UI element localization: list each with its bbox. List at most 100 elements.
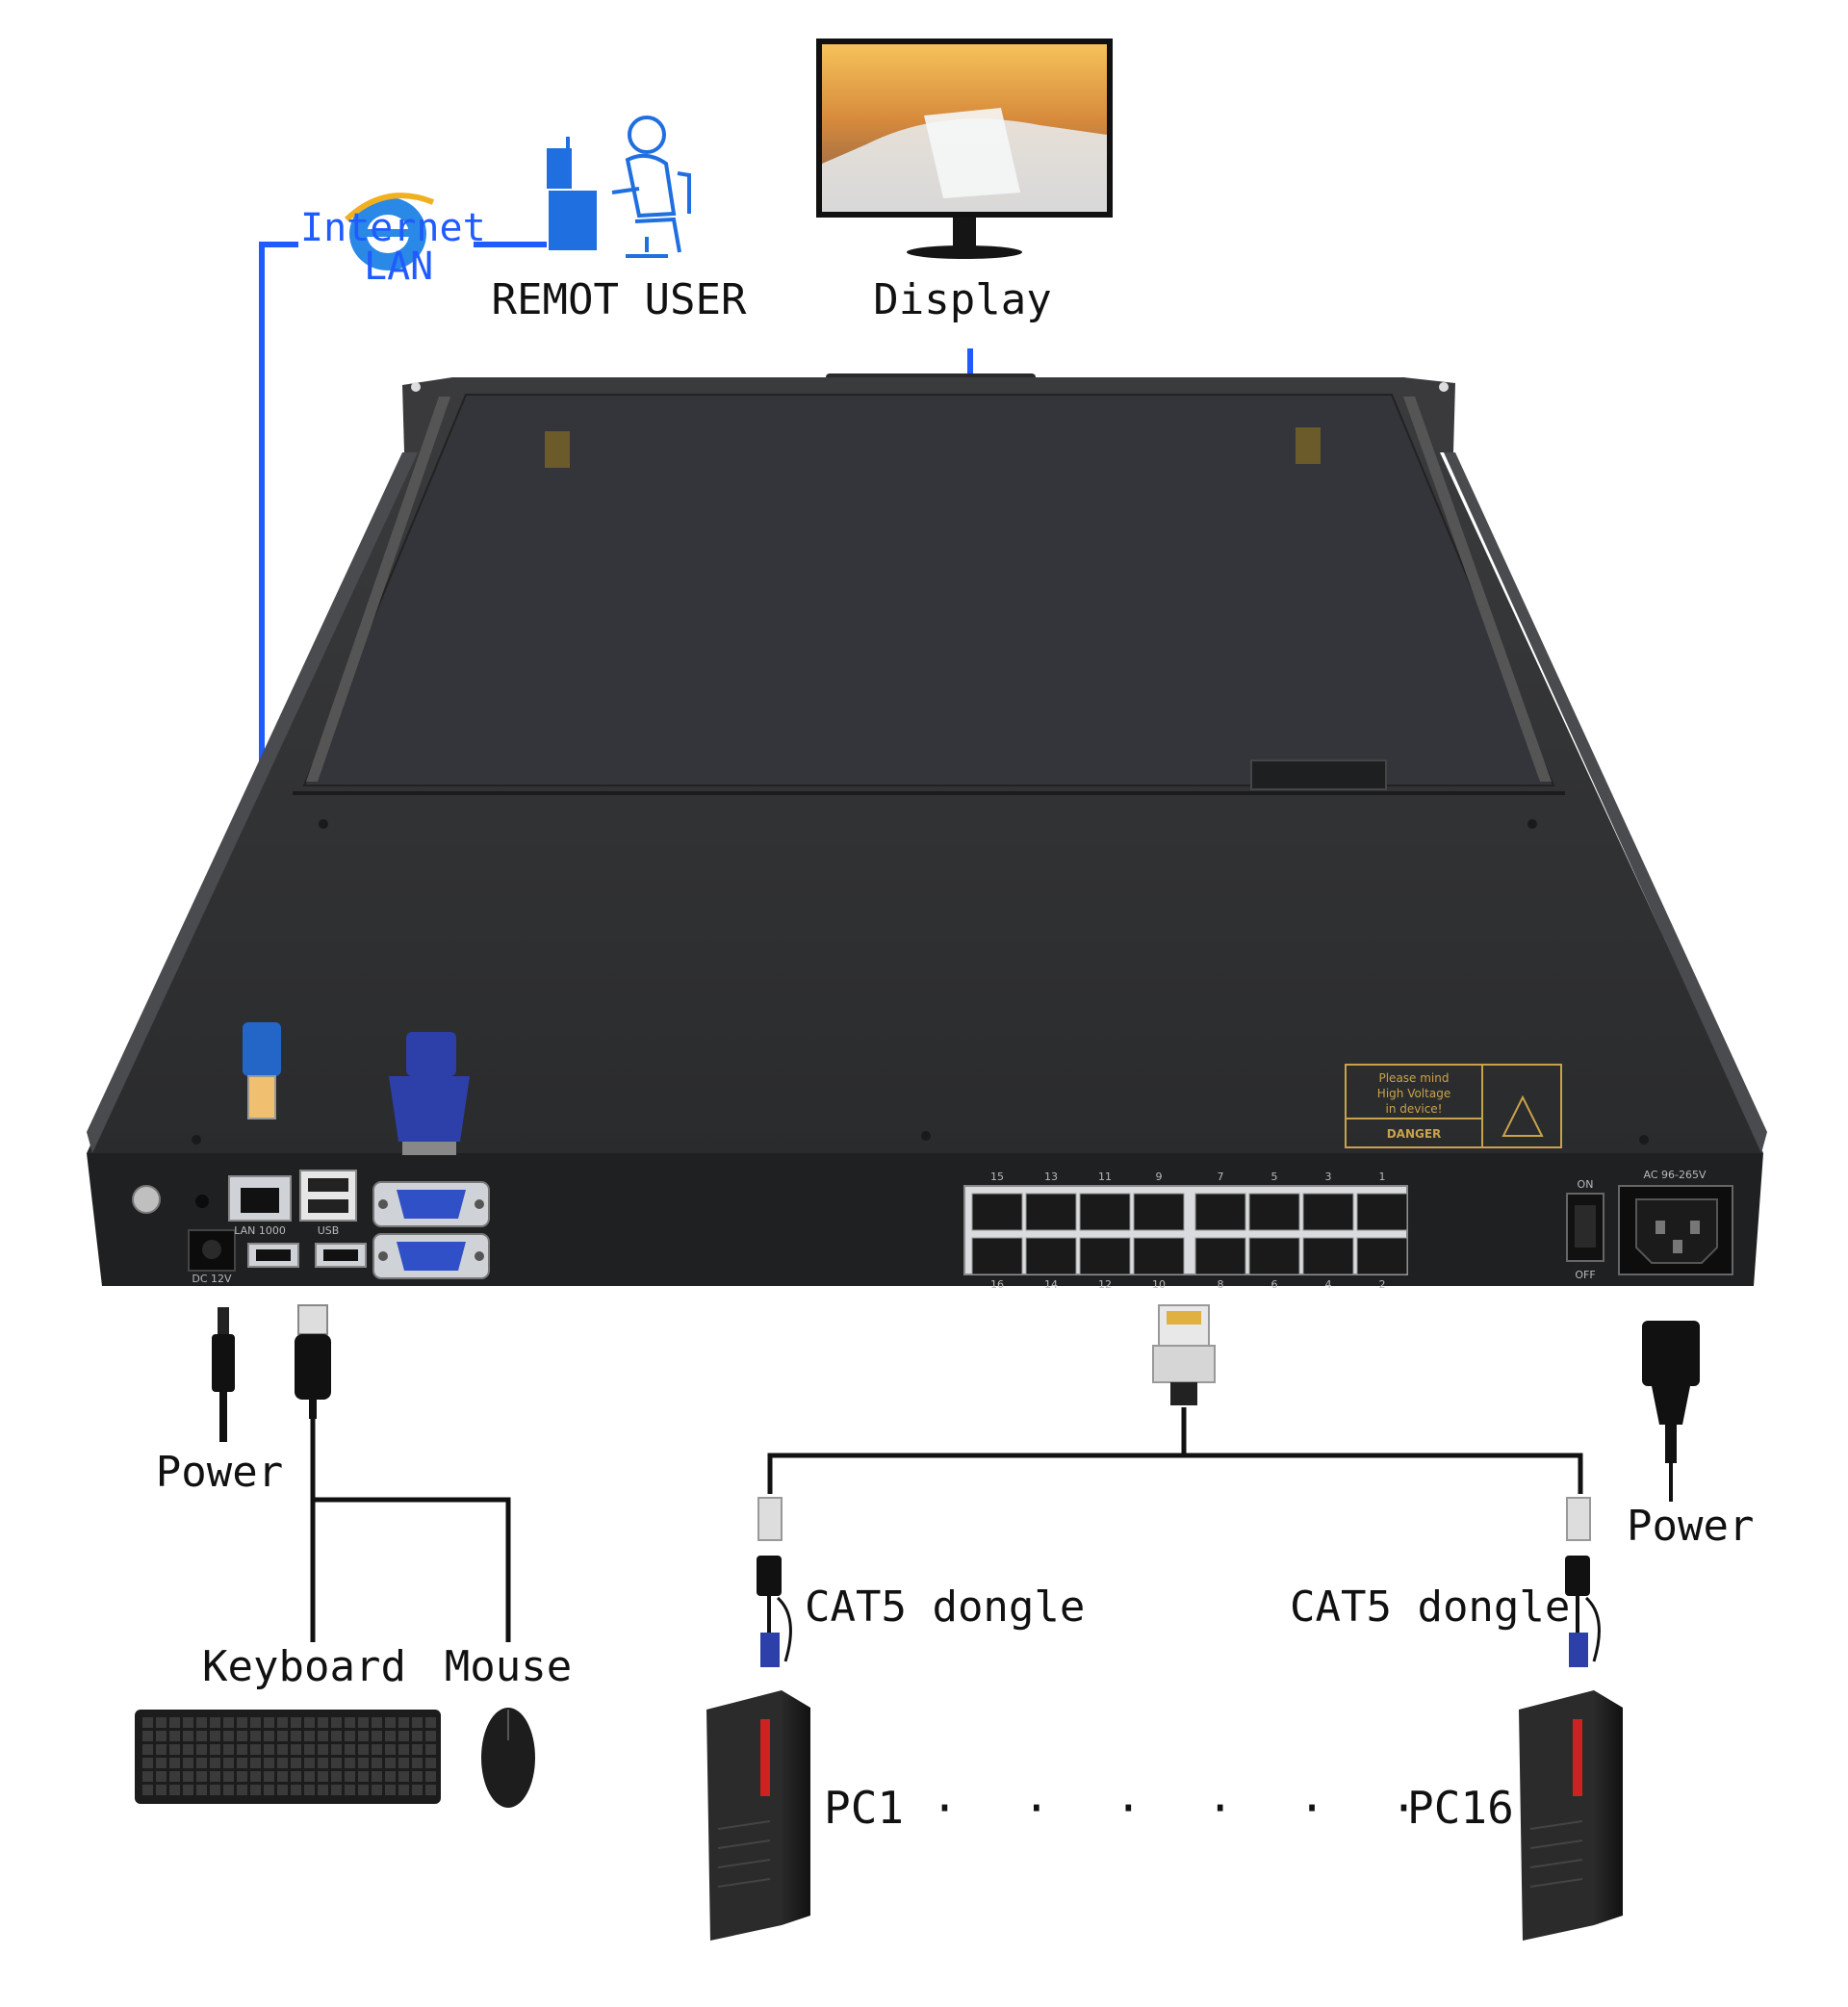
- usb-plug-icon: [295, 1304, 331, 1419]
- keyboard-icon: [135, 1710, 441, 1804]
- keyboard-key: [304, 1731, 315, 1741]
- rj45-connector-icon: [1152, 1304, 1216, 1405]
- rj45-port-2: [1356, 1237, 1408, 1275]
- keyboard-key: [412, 1744, 423, 1755]
- rj45-port-8: [1194, 1237, 1246, 1275]
- keyboard-key: [196, 1731, 207, 1741]
- keyboard-key: [425, 1717, 436, 1728]
- pc1-label: PC1: [824, 1782, 904, 1834]
- dongle-left-label: CAT5 dongle: [805, 1582, 1085, 1632]
- switch-off-label: OFF: [1575, 1269, 1595, 1281]
- keyboard-key: [169, 1717, 180, 1728]
- keyboard-key: [250, 1771, 261, 1782]
- rj45-port-16: [971, 1237, 1023, 1275]
- rj45-port-14: [1025, 1237, 1077, 1275]
- keyboard-key: [331, 1785, 342, 1795]
- keyboard-key: [196, 1744, 207, 1755]
- lan-label: LAN: [364, 244, 433, 289]
- keyboard-key: [183, 1744, 193, 1755]
- lan-cable-connector: [243, 1022, 281, 1119]
- danger-warning-sticker: DANGER Please mind High Voltage in devic…: [1345, 1064, 1562, 1148]
- keyboard-key: [398, 1758, 409, 1768]
- keyboard-key: [398, 1717, 409, 1728]
- keyboard-key: [277, 1785, 288, 1795]
- keyboard-key: [291, 1771, 301, 1782]
- keyboard-key: [223, 1731, 234, 1741]
- keyboard-key: [345, 1771, 355, 1782]
- port-number-2: 2: [1379, 1278, 1386, 1291]
- keyboard-key: [264, 1785, 274, 1795]
- lan-port-label: LAN 1000: [234, 1224, 286, 1237]
- dc-12v-label: DC 12V: [192, 1273, 232, 1285]
- pc1-tower-icon: [706, 1690, 810, 1941]
- keyboard-key: [196, 1758, 207, 1768]
- remote-user-label: REMOT USER: [492, 275, 747, 324]
- keyboard-key: [345, 1717, 355, 1728]
- vga-port-bottom: [372, 1233, 490, 1279]
- keyboard-key: [291, 1758, 301, 1768]
- port-number-6: 6: [1271, 1278, 1278, 1291]
- keyboard-key: [169, 1758, 180, 1768]
- keyboard-key: [304, 1758, 315, 1768]
- keyboard-key: [331, 1758, 342, 1768]
- keyboard-key: [304, 1717, 315, 1728]
- power-right-label: Power: [1627, 1502, 1754, 1551]
- keyboard-key: [385, 1771, 396, 1782]
- keyboard-key: [398, 1731, 409, 1741]
- keyboard-key: [358, 1731, 369, 1741]
- port-number-12: 12: [1098, 1278, 1112, 1291]
- keyboard-key: [291, 1785, 301, 1795]
- port-number-5: 5: [1271, 1171, 1278, 1183]
- keyboard-key: [183, 1731, 193, 1741]
- keyboard-key: [385, 1758, 396, 1768]
- keyboard-key: [156, 1758, 167, 1768]
- keyboard-key: [331, 1731, 342, 1741]
- usb-ports: [299, 1170, 357, 1222]
- internet-explorer-icon: [344, 193, 435, 270]
- keyboard-key: [345, 1785, 355, 1795]
- keyboard-key: [142, 1771, 153, 1782]
- keyboard-key: [277, 1717, 288, 1728]
- keyboard-key: [358, 1744, 369, 1755]
- keyboard-key: [142, 1785, 153, 1795]
- keyboard-key: [345, 1744, 355, 1755]
- keyboard-key: [372, 1717, 382, 1728]
- keyboard-key: [250, 1758, 261, 1768]
- keyboard-key: [223, 1785, 234, 1795]
- remote-user-icon: [547, 116, 691, 258]
- vga-cable-connector: [389, 1032, 470, 1155]
- rj45-port-12: [1079, 1237, 1131, 1275]
- mouse-icon: [481, 1708, 535, 1808]
- warning-line-3: in device!: [1386, 1102, 1443, 1116]
- keyboard-key: [250, 1785, 261, 1795]
- keyboard-key: [156, 1744, 167, 1755]
- keyboard-key: [277, 1771, 288, 1782]
- keyboard-key: [156, 1785, 167, 1795]
- keyboard-key: [318, 1731, 328, 1741]
- keyboard-key: [223, 1717, 234, 1728]
- keyboard-key: [372, 1771, 382, 1782]
- port-number-13: 13: [1044, 1171, 1058, 1183]
- keyboard-key: [250, 1744, 261, 1755]
- keyboard-key: [196, 1717, 207, 1728]
- port-number-10: 10: [1152, 1278, 1166, 1291]
- keyboard-key: [304, 1785, 315, 1795]
- rj45-port-5: [1248, 1193, 1300, 1231]
- keyboard-key: [264, 1758, 274, 1768]
- keyboard-key: [237, 1731, 247, 1741]
- pc16-label: PC16: [1407, 1782, 1514, 1834]
- keyboard-key: [331, 1744, 342, 1755]
- pc16-tower-icon: [1519, 1690, 1623, 1941]
- port-number-16: 16: [990, 1278, 1004, 1291]
- keyboard-key: [237, 1758, 247, 1768]
- keyboard-key: [412, 1785, 423, 1795]
- keyboard-key: [372, 1744, 382, 1755]
- keyboard-key: [237, 1744, 247, 1755]
- keyboard-key: [210, 1744, 220, 1755]
- display-label: Display: [873, 275, 1051, 324]
- keyboard-key: [318, 1771, 328, 1782]
- keyboard-key: [412, 1731, 423, 1741]
- dongle-left-icon: [757, 1497, 792, 1667]
